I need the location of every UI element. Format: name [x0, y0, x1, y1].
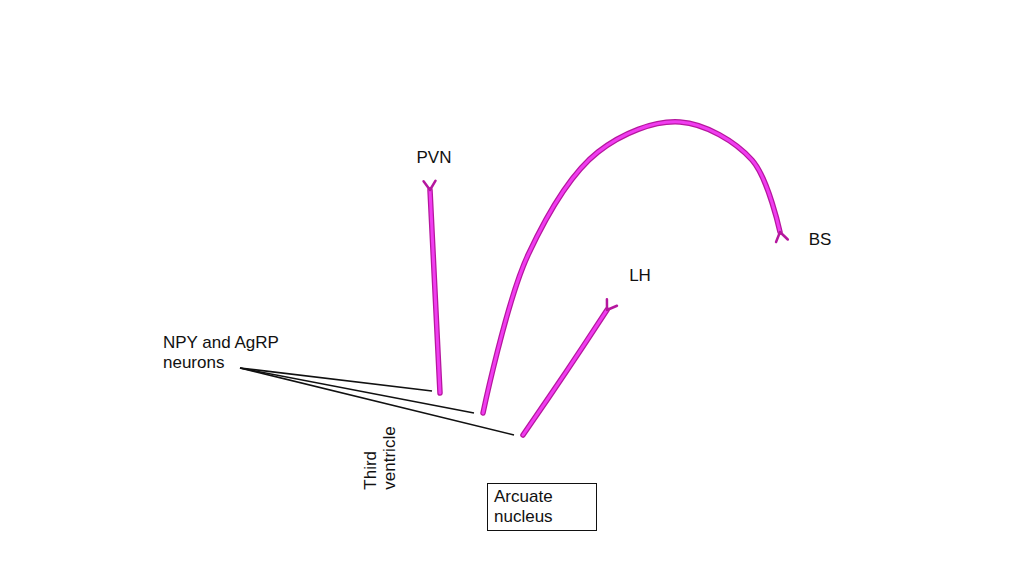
- dendrite: [440, 385, 452, 393]
- dendrite: [521, 421, 525, 435]
- dendrite: [481, 399, 485, 413]
- axon-line: [523, 310, 607, 435]
- dendrite: [483, 405, 495, 413]
- dendrite: [523, 435, 536, 443]
- dendrite: [471, 413, 483, 421]
- nucleus-ellipse-outline: [567, 187, 711, 366]
- brain-nucleus: PVN: [405, 108, 475, 238]
- nucleus-blob: [405, 108, 475, 238]
- dendrite: [440, 393, 453, 401]
- neuron-cell: [470, 399, 496, 427]
- node-label: LH: [618, 266, 662, 286]
- dendrite: [470, 405, 483, 413]
- node-label: BS: [801, 230, 839, 250]
- axon-outline: [483, 122, 780, 413]
- dendrite: [483, 413, 496, 421]
- axon-line: [483, 122, 780, 413]
- ventricle-shape-outline: [349, 143, 443, 491]
- axon-outline: [430, 190, 440, 393]
- axon-projection: [430, 190, 440, 393]
- label-holder: NPY and AgRP neurons: [163, 333, 285, 372]
- brain-nucleus: LH: [583, 196, 695, 358]
- nucleus-blob-outline: [410, 111, 471, 234]
- ventricle: Third ventricle: [345, 138, 447, 495]
- cell-body: [476, 406, 491, 421]
- node-label: Arcuate nucleus: [487, 483, 597, 531]
- callout-label: NPY and AgRP neurons: [163, 333, 285, 372]
- dendrite: [521, 435, 525, 449]
- leader-line: [240, 368, 514, 435]
- axon-outline: [523, 310, 607, 435]
- dendrite: [523, 427, 535, 435]
- node-label: PVN: [411, 148, 457, 168]
- dendrite: [510, 427, 523, 435]
- node-label: Third ventricle: [362, 410, 399, 490]
- axon-projection: [523, 310, 607, 435]
- axon-line: [430, 190, 440, 393]
- leader-line: [240, 368, 474, 413]
- dendrite: [427, 385, 440, 393]
- leader-line: [240, 368, 432, 391]
- neuron-cell: [510, 421, 536, 449]
- dendrite: [438, 393, 442, 407]
- cell-body: [433, 386, 448, 401]
- dendrite: [438, 379, 442, 393]
- axon-projection: [483, 122, 780, 413]
- dendrite: [511, 435, 523, 443]
- brainstem-ellipse-outline: [746, 207, 846, 275]
- cell-body: [516, 428, 531, 443]
- nucleus-blob: [405, 356, 560, 474]
- brain-nucleus: BS: [747, 212, 845, 270]
- nucleus-blob-outline: [411, 363, 555, 469]
- neuron-cell: [427, 379, 453, 407]
- dendrite: [428, 393, 440, 401]
- brain-nucleus: Arcuate nucleus: [405, 356, 560, 474]
- dendrite: [481, 413, 485, 427]
- tissue-ground: [368, 35, 705, 530]
